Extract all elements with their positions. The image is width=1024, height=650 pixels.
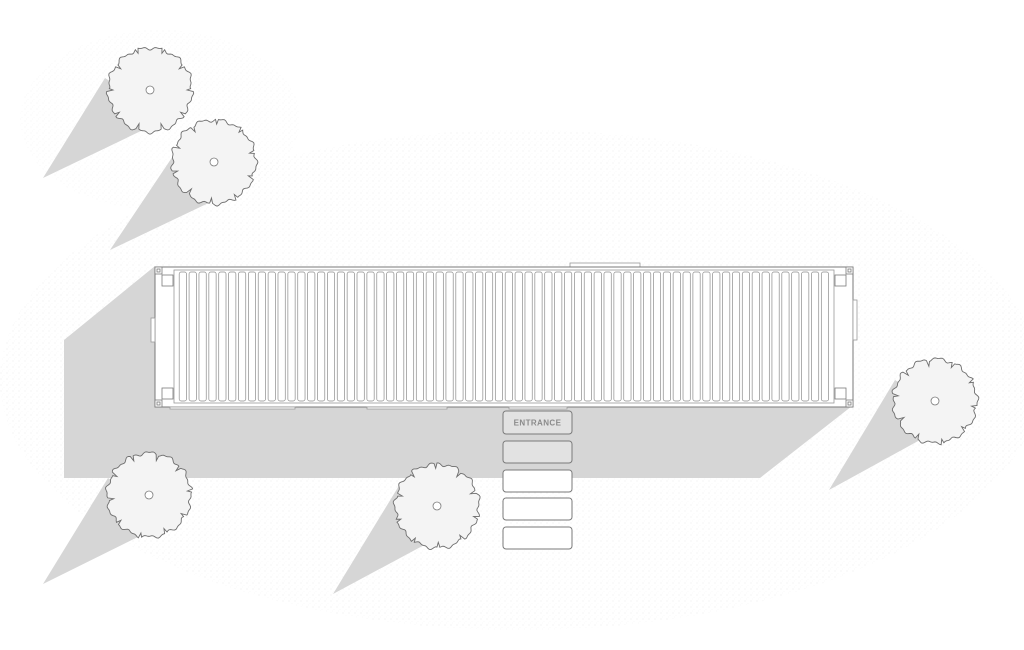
tree-trunk [432, 501, 442, 511]
container-rib [623, 271, 632, 402]
container-rib [494, 271, 503, 402]
container-rib [811, 271, 820, 402]
entrance-label: ENTRANCE [514, 419, 562, 428]
tree-trunk [145, 85, 155, 95]
container-rib [771, 271, 780, 402]
container-side-door-left [150, 317, 156, 343]
container-rib [188, 271, 197, 402]
container-shadow [64, 266, 852, 478]
container-rib [682, 271, 691, 402]
shipping-container [150, 262, 858, 410]
container-rib [277, 271, 286, 402]
container-rib [514, 271, 523, 402]
container-rib [504, 271, 513, 402]
container-rib [613, 271, 622, 402]
container-rib [218, 271, 227, 402]
tree-nw-1 [105, 47, 195, 135]
container-rib [544, 271, 553, 402]
container-rib [356, 271, 365, 402]
container-rib [376, 271, 385, 402]
container-rib [257, 271, 266, 402]
container-rib [643, 271, 652, 402]
container-rib [712, 271, 721, 402]
entrance-steps: ENTRANCE [502, 410, 573, 550]
container-rib [672, 271, 681, 402]
container-bottom-rails [169, 406, 568, 410]
tree-s-center [105, 451, 194, 539]
container-rib [662, 271, 671, 402]
container-rib [198, 271, 207, 402]
container-rib [455, 271, 464, 402]
container-rib [781, 271, 790, 402]
container-rib [425, 271, 434, 402]
container-rib [603, 271, 612, 402]
container-rib [178, 271, 187, 402]
container-rib [583, 271, 592, 402]
container-rib [336, 271, 345, 402]
container-rib [208, 271, 217, 402]
container-rib [741, 271, 750, 402]
tree-e [392, 462, 481, 550]
container-rib [465, 271, 474, 402]
step [502, 440, 573, 464]
container-rib [307, 271, 316, 402]
container-rib [534, 271, 543, 402]
container-rib [386, 271, 395, 402]
container-rib [524, 271, 533, 402]
container-rib [435, 271, 444, 402]
entrance-step [502, 410, 573, 435]
container-rib [415, 271, 424, 402]
container-rib [267, 271, 276, 402]
container-rib [485, 271, 494, 402]
container-side-door-right [852, 299, 858, 341]
container-rib [287, 271, 296, 402]
container-rib [228, 271, 237, 402]
container-rib [366, 271, 375, 402]
container-rib [702, 271, 711, 402]
container-rib [732, 271, 741, 402]
container-rib [475, 271, 484, 402]
step [502, 526, 573, 550]
container-rib [445, 271, 454, 402]
step [502, 497, 573, 521]
container-rib [573, 271, 582, 402]
container-rib [593, 271, 602, 402]
corner-castings [154, 266, 854, 408]
container-rib [633, 271, 642, 402]
container-rib [722, 271, 731, 402]
tree-trunk [209, 157, 219, 167]
tree-trunk [930, 396, 940, 406]
container-rib [820, 271, 829, 402]
container-rib [791, 271, 800, 402]
container-rib [692, 271, 701, 402]
container-rib [317, 271, 326, 402]
tree-trunk [144, 490, 154, 500]
container-rib [248, 271, 256, 402]
container-ribs [178, 271, 829, 402]
container-rib [297, 271, 306, 402]
container-rib [554, 271, 563, 402]
container-rib [238, 271, 247, 402]
container-rib [327, 271, 336, 402]
trees [105, 47, 980, 550]
container-rib [653, 271, 662, 402]
container-rib [761, 271, 770, 402]
container-rib [751, 271, 760, 402]
container-rib [346, 271, 355, 402]
container-rib [396, 271, 405, 402]
container-rib [801, 271, 810, 402]
container-rib [564, 271, 573, 402]
tree-sw [891, 357, 980, 446]
tree-nw-2 [170, 118, 259, 207]
step [502, 469, 573, 493]
container-rib [406, 271, 415, 402]
